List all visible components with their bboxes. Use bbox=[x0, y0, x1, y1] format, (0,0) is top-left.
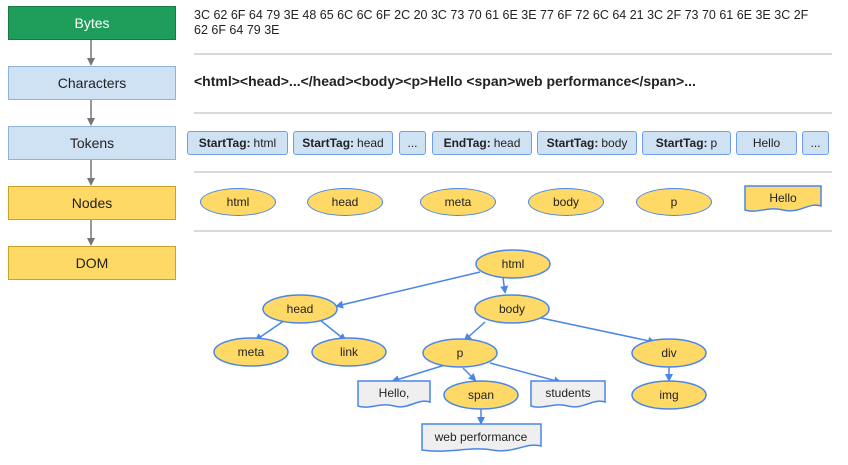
dom-node-head: head bbox=[262, 294, 338, 324]
token-starttag-head: StartTag:head bbox=[293, 131, 393, 155]
node-head: head bbox=[307, 188, 383, 216]
token-starttag-body: StartTag:body bbox=[537, 131, 637, 155]
stage-characters: Characters bbox=[8, 66, 176, 100]
dom-node-html: html bbox=[475, 249, 551, 279]
dom-text-web-performance: web performance bbox=[421, 423, 542, 452]
node-text-label: Hello bbox=[769, 191, 797, 205]
dom-node-span: span bbox=[443, 380, 519, 410]
token-kind: StartTag: bbox=[302, 136, 355, 150]
token-starttag-html: StartTag:html bbox=[187, 131, 288, 155]
token-ellipsis: ... bbox=[399, 131, 426, 155]
token-name: body bbox=[601, 136, 628, 150]
token-kind: StartTag: bbox=[198, 136, 251, 150]
dom-node-link: link bbox=[311, 337, 387, 367]
token-kind: StartTag: bbox=[655, 136, 708, 150]
divider bbox=[194, 53, 832, 55]
dom-node-p: p bbox=[422, 338, 498, 368]
dom-node-label: meta bbox=[238, 345, 265, 359]
dom-edges bbox=[254, 271, 673, 425]
token-name: Hello bbox=[752, 136, 781, 150]
bytes-text: 3C 62 6F 64 79 3E 48 65 6C 6C 6F 2C 20 3… bbox=[194, 8, 809, 37]
dom-node-div: div bbox=[631, 338, 707, 368]
divider bbox=[194, 112, 832, 114]
dom-node-label: body bbox=[499, 302, 525, 316]
dom-node-label: head bbox=[287, 302, 314, 316]
stage-nodes: Nodes bbox=[8, 186, 176, 220]
dom-node-label: span bbox=[468, 388, 494, 402]
dom-text-label: Hello, bbox=[379, 386, 410, 400]
token-ellipsis: ... bbox=[802, 131, 829, 155]
dom-node-img: img bbox=[631, 380, 707, 410]
token-name: head bbox=[357, 136, 384, 150]
node-meta: meta bbox=[420, 188, 496, 216]
dom-text-students: students bbox=[530, 380, 606, 408]
dom-node-label: p bbox=[457, 346, 464, 360]
dom-node-label: html bbox=[502, 257, 525, 271]
token-name: p bbox=[710, 136, 718, 150]
dom-text-label: students bbox=[545, 386, 590, 400]
divider bbox=[194, 230, 832, 232]
node-html: html bbox=[200, 188, 276, 216]
token-hello: Hello bbox=[736, 131, 797, 155]
dom-node-label: img bbox=[659, 388, 678, 402]
token-name: html bbox=[253, 136, 277, 150]
token-kind: EndTag: bbox=[443, 136, 491, 150]
token-name: head bbox=[493, 136, 521, 150]
stage-bytes: Bytes bbox=[8, 6, 176, 40]
dom-node-label: div bbox=[661, 346, 676, 360]
stage-dom: DOM bbox=[8, 246, 176, 280]
dom-text-hello: Hello, bbox=[357, 380, 431, 408]
dom-node-label: link bbox=[340, 345, 359, 359]
token-name: ... bbox=[407, 136, 418, 150]
token-starttag-p: StartTag:p bbox=[642, 131, 731, 155]
token-name: ... bbox=[810, 136, 821, 150]
characters-text: <html><head>...</head><body><p>Hello <sp… bbox=[194, 73, 696, 89]
node-p: p bbox=[636, 188, 712, 216]
dom-text-label: web performance bbox=[434, 430, 528, 444]
divider bbox=[194, 171, 832, 173]
token-endtag-head: EndTag:head bbox=[432, 131, 532, 155]
token-kind: StartTag: bbox=[546, 136, 599, 150]
dom-node-meta: meta bbox=[213, 337, 289, 367]
node-body: body bbox=[528, 188, 604, 216]
dom-node-body: body bbox=[474, 294, 550, 324]
node-text-hello: Hello bbox=[744, 185, 822, 212]
stage-tokens: Tokens bbox=[8, 126, 176, 160]
